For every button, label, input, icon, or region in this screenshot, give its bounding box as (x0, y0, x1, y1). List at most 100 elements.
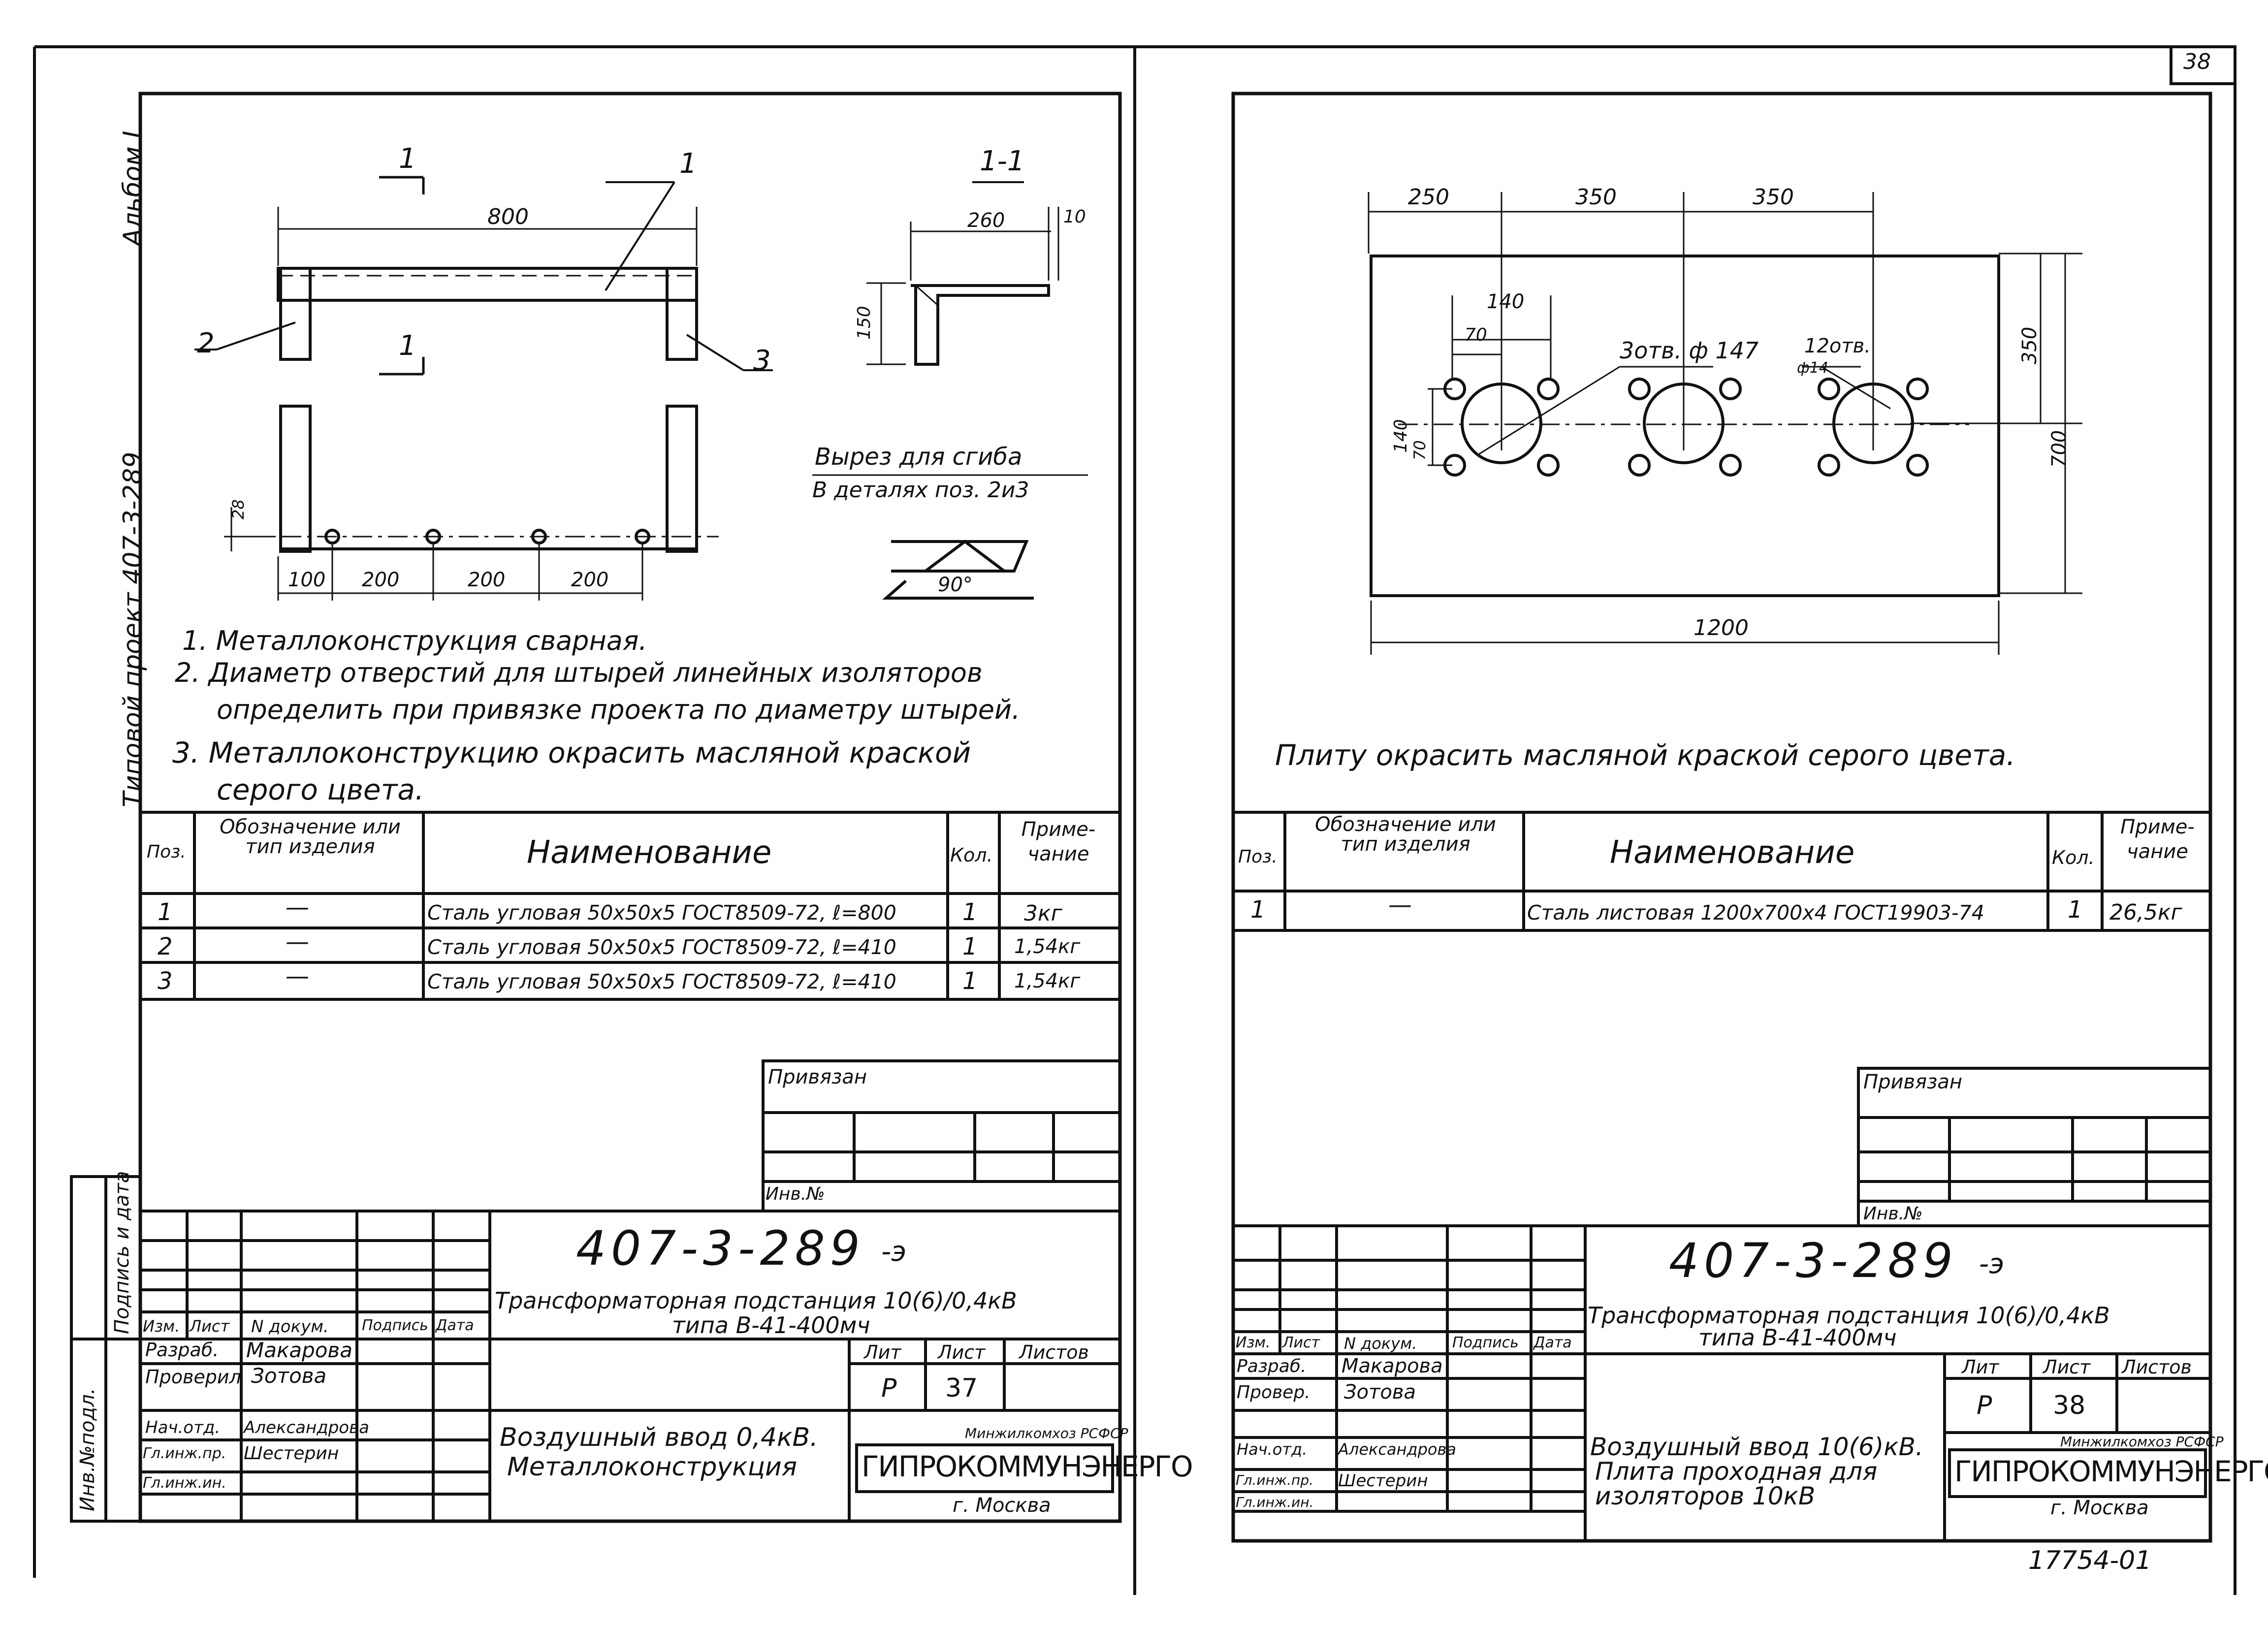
project-title-2: типа В-41-400мч (672, 1312, 870, 1339)
r-tb-name-glinzhpr: Шестерин (1338, 1471, 1428, 1491)
row3-designation: — (286, 962, 309, 990)
row3-qty: 1 (962, 967, 978, 995)
r-tb-list-label: Лист (2043, 1356, 2091, 1378)
tb-name-prover: Зотова (251, 1364, 327, 1388)
r-tb-listov-label: Листов (2122, 1356, 2192, 1378)
r-tb-head-data: Дата (1533, 1334, 1572, 1351)
dim-800: 800 (487, 204, 529, 229)
r-tb-head-list: Лист (1282, 1334, 1320, 1351)
r-table-header-note: Приме- чание (2120, 816, 2195, 863)
tb-name-nachotd: Александрова (244, 1418, 369, 1437)
r-row1-pos: 1 (1250, 896, 1266, 924)
r-tb-role-prover: Провер. (1237, 1382, 1310, 1403)
r-sheet-title-1: Воздушный ввод 10(6)кВ. (1590, 1433, 1923, 1461)
dim-bottom-100: 100 (288, 569, 326, 591)
row2-qty: 1 (962, 933, 978, 960)
row2-designation: — (286, 928, 309, 956)
dim-bottom-200-a: 200 (362, 569, 400, 591)
section-title: 1-1 (980, 145, 1025, 177)
tb-role-prover: Проверил (145, 1366, 241, 1388)
dim-1200: 1200 (1693, 615, 1749, 640)
dim-70-side: 70 (1410, 440, 1429, 460)
r-tb-role-razrab: Разраб. (1237, 1356, 1307, 1376)
r-table-header-pos: Поз. (1238, 847, 1278, 867)
row3-name: Сталь угловая 50х50х5 ГОСТ8509-72, ℓ=410 (427, 970, 896, 993)
tb-ministry: Минжилкомхоз РСФСР (965, 1425, 1128, 1441)
tb-role-nachotd: Нач.отд. (145, 1418, 221, 1437)
dim-350-v: 350 (2018, 326, 2041, 364)
row2-name: Сталь угловая 50х50х5 ГОСТ8509-72, ℓ=410 (427, 935, 896, 959)
doc-code: 407-3-289 (576, 1221, 865, 1276)
tb-role-razrab: Разраб. (145, 1339, 219, 1361)
side-stamp-sign: Подпись и дата (111, 1171, 133, 1334)
tb-head-data: Дата (436, 1317, 474, 1334)
r-project-title-1: Трансформаторная подстанция 10(6)/0,4кВ (1588, 1302, 2110, 1329)
note-1: 1. Металлоконструкция сварная. (182, 625, 647, 656)
r-sheet-title-3: изоляторов 10кВ (1595, 1482, 1816, 1510)
dim-bottom-200-b: 200 (468, 569, 506, 591)
dim-140-side: 140 (1391, 419, 1411, 453)
note-3-cont: серого цвета. (217, 773, 424, 806)
r-tb-role-nachotd: Нач.отд. (1237, 1440, 1308, 1459)
cut-note-detail: В деталях поз. 2и3 (812, 478, 1029, 503)
r-tb-head-ndok: N докум. (1344, 1334, 1417, 1353)
r-privyazan-label: Привязан (1863, 1071, 1963, 1093)
tb-city: г. Москва (953, 1494, 1051, 1517)
side-stamp-inv: Инв.№подл. (76, 1388, 99, 1511)
r-tb-city: г. Москва (2050, 1497, 2149, 1519)
r-table-header-name: Наименование (1610, 834, 1855, 871)
sheet-title-2: Металлоконструкция (507, 1452, 798, 1482)
dim-350-a: 350 (1575, 185, 1617, 210)
sheet-title-1: Воздушный ввод 0,4кВ. (500, 1423, 818, 1452)
r-org-logo: ГИПРОКОММУНЭНЕРГО (1954, 1455, 2268, 1488)
note-2: 2. Диаметр отверстий для штырей линейных… (175, 657, 983, 688)
org-logo: ГИПРОКОММУНЭНЕРГО (862, 1450, 1193, 1483)
dim-140-top: 140 (1487, 290, 1525, 313)
holes-3-label: 3отв. ф 147 (1620, 337, 1759, 364)
r-tb-name-razrab: Макарова (1342, 1355, 1443, 1377)
position-2-label: 2 (197, 327, 215, 359)
row2-pos: 2 (158, 933, 173, 960)
archive-code: 17754-01 (2028, 1546, 2152, 1575)
r-inv-label: Инв.№ (1863, 1204, 1923, 1224)
privyazan-label: Привязан (768, 1066, 867, 1088)
row1-designation: — (286, 894, 309, 921)
note-2-cont: определить при привязке проекта по диаме… (217, 694, 1021, 725)
right-note: Плиту окрасить масляной краской серого ц… (1275, 738, 2015, 772)
project-title-1: Трансформаторная подстанция 10(6)/0,4кВ (495, 1287, 1017, 1314)
table-header-designation: Обозначение или тип изделия (220, 816, 401, 858)
tb-list-label: Лист (938, 1341, 986, 1363)
r-tb-list-value: 38 (2053, 1391, 2086, 1420)
r-row1-note: 26,5кг (2109, 900, 2182, 925)
r-doc-code-suffix: -э (1979, 1248, 2004, 1280)
tb-lit-label: Лит (864, 1341, 901, 1363)
tb-role-glinzhpr: Гл.инж.пр. (143, 1445, 226, 1462)
tb-name-glinzhpr: Шестерин (244, 1443, 339, 1464)
dim-70-top: 70 (1465, 325, 1487, 345)
sheet-number: 38 (2183, 49, 2211, 74)
row3-note: 1,54кг (1014, 970, 1081, 992)
dim-150: 150 (854, 306, 874, 340)
tb-list-value: 37 (945, 1373, 978, 1403)
r-tb-name-prover: Зотова (1344, 1381, 1416, 1404)
holes-12-diam: ф14 (1797, 359, 1828, 377)
row3-pos: 3 (158, 967, 173, 995)
album-label: Альбом I (118, 130, 148, 246)
inv-label: Инв.№ (766, 1184, 825, 1204)
tb-lit-value: Р (881, 1373, 897, 1403)
r-project-title-2: типа В-41-400мч (1698, 1324, 1897, 1351)
row1-pos: 1 (158, 898, 173, 926)
r-doc-code: 407-3-289 (1669, 1233, 1958, 1288)
dim-700-v: 700 (2048, 430, 2071, 468)
tb-head-ndok: N докум. (251, 1317, 329, 1337)
tb-listov-label: Листов (1019, 1341, 1089, 1363)
tb-head-izm: Изм. (143, 1317, 180, 1336)
r-tb-head-podp: Подпись (1452, 1334, 1519, 1351)
project-side-label: Типовой проект 407-3-289 (118, 451, 148, 807)
row2-note: 1,54кг (1014, 935, 1081, 958)
table-header-qty: Кол. (950, 844, 993, 866)
note-3: 3. Металлоконструкцию окрасить масляной … (172, 736, 971, 769)
dim-250: 250 (1408, 185, 1449, 210)
row1-name: Сталь угловая 50х50х5 ГОСТ8509-72, ℓ=800 (427, 901, 896, 925)
table-header-note: Приме- чание (1021, 818, 1096, 865)
